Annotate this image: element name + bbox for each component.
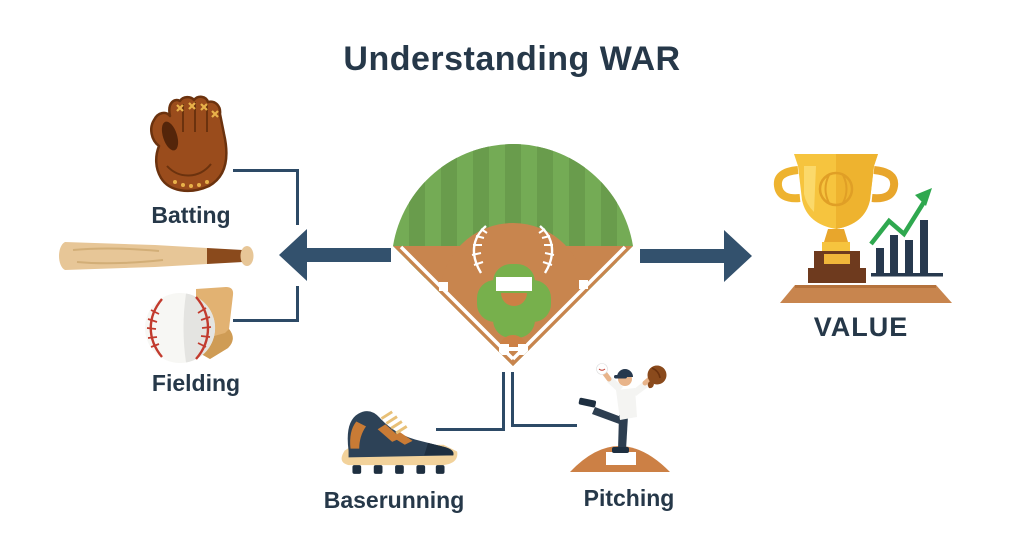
value-label: VALUE	[813, 312, 909, 342]
connector-baserunning	[436, 428, 505, 431]
baseball-glove-icon	[136, 94, 238, 204]
connector-pitching-down	[511, 372, 514, 427]
trophy-with-rising-chart-icon	[768, 142, 958, 307]
baseball-field-icon	[393, 141, 633, 368]
connector-glove-down	[296, 169, 299, 225]
baseball-on-base-icon	[138, 283, 238, 369]
pitching-label: Pitching	[583, 485, 675, 511]
baseball-bat-icon	[55, 236, 259, 276]
connector-ball	[233, 319, 299, 322]
arrow-left-icon	[278, 228, 391, 282]
pitcher-on-mound-icon	[562, 362, 677, 474]
connector-glove	[233, 169, 299, 172]
fielding-label: Fielding	[151, 370, 241, 396]
connector-baserunning-down	[502, 372, 505, 431]
page-title: Understanding WAR	[343, 40, 681, 78]
baserunning-label: Baserunning	[323, 487, 465, 513]
batting-label: Batting	[151, 202, 231, 228]
arrow-right-icon	[640, 229, 753, 283]
connector-ball-up	[296, 286, 299, 322]
connector-pitching	[511, 424, 577, 427]
baseball-cleat-icon	[335, 392, 461, 482]
